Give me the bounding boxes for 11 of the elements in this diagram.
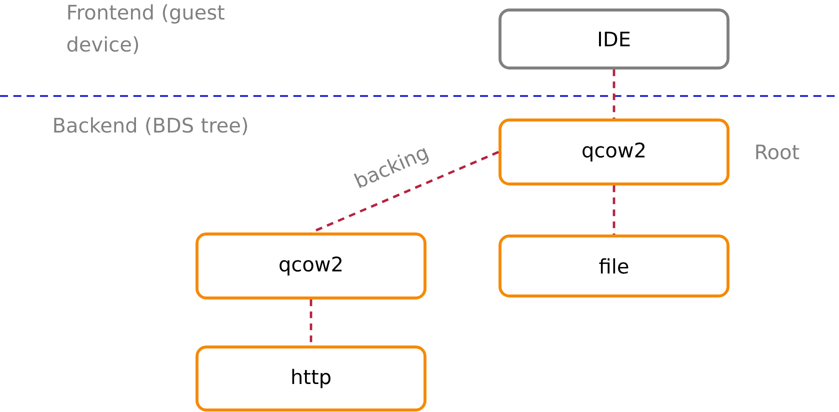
side-label: Root — [756, 144, 800, 160]
block-box: file — [498, 234, 730, 298]
block-box: http — [196, 346, 426, 412]
section-label: Frontend (guest device) — [67, 4, 224, 54]
connector-line — [310, 150, 500, 234]
block-box: qcow2 — [498, 118, 730, 186]
connector-line — [612, 185, 616, 235]
section-label: Backend (BDS tree) — [54, 117, 248, 136]
block-box: IDE — [498, 8, 730, 70]
block-box: qcow2 — [196, 232, 426, 300]
connector-line — [612, 69, 616, 119]
